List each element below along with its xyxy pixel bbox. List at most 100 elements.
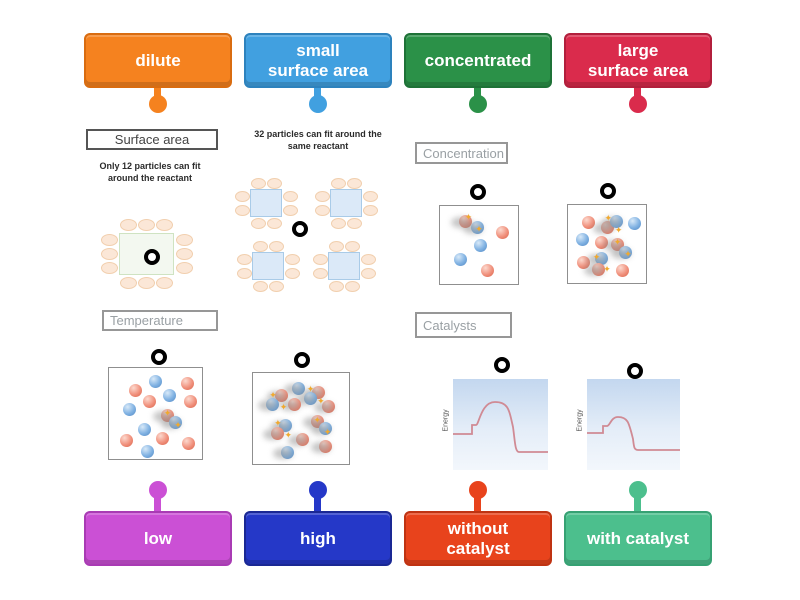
label-tag-with-catalyst[interactable]: with catalyst <box>564 511 712 566</box>
particle-oval <box>266 217 282 229</box>
energy-curve <box>453 401 548 453</box>
particle-oval <box>266 177 282 189</box>
label-tag-without-catalyst[interactable]: without catalyst <box>404 511 552 566</box>
particle-oval <box>234 204 250 216</box>
energy-curve-chart <box>453 401 548 453</box>
label-pin-dot <box>469 95 487 113</box>
label-stem <box>474 86 481 98</box>
label-pin-dot <box>309 481 327 499</box>
blue-particle <box>292 382 306 396</box>
section-heading-concentration: Concentration <box>415 142 508 164</box>
label-tag-high[interactable]: high <box>244 511 392 566</box>
particle-oval <box>314 204 330 216</box>
particle-oval <box>346 177 362 189</box>
red-particle <box>496 226 510 240</box>
label-tag-dilute[interactable]: dilute <box>84 33 232 88</box>
drop-marker-surface-right[interactable] <box>292 221 308 237</box>
label-tag-small-surface-area[interactable]: small surface area <box>244 33 392 88</box>
label-stem <box>154 497 161 513</box>
drop-marker-concentration-left[interactable] <box>470 184 486 200</box>
particle-oval <box>250 217 266 229</box>
drop-marker-catalysts-left[interactable] <box>494 357 510 373</box>
energy-diagram-left: Energy <box>443 379 548 470</box>
blue-particle <box>454 252 468 266</box>
particle-oval <box>156 219 174 231</box>
particle-oval <box>138 219 155 231</box>
particle-oval <box>175 262 193 274</box>
particle-oval <box>236 253 252 265</box>
temperature-diagram-left <box>108 367 203 460</box>
concentration-diagram-left <box>439 205 519 285</box>
caption-32-particles: 32 particles can fit around the same rea… <box>254 129 382 152</box>
particle-oval <box>119 277 137 289</box>
energy-axis-label: Energy <box>576 409 584 432</box>
small-reactant-square <box>328 252 360 280</box>
collision-spark-icon <box>313 416 331 437</box>
red-particle <box>120 434 134 448</box>
blue-particle <box>162 388 176 402</box>
blue-particle <box>148 375 162 389</box>
label-stem <box>314 86 321 98</box>
particle-oval <box>360 253 376 265</box>
energy-curve <box>587 416 680 451</box>
small-reactant-square <box>250 189 282 217</box>
particle-oval <box>284 253 300 265</box>
red-particle <box>156 431 170 445</box>
blue-particle <box>122 402 136 416</box>
concentration-diagram-right <box>567 204 647 284</box>
label-pin-dot <box>149 95 167 113</box>
caption-12-particles: Only 12 particles can fit around the rea… <box>99 161 201 184</box>
label-stem <box>314 497 321 513</box>
particle-oval <box>360 267 376 279</box>
blue-particle <box>628 216 642 230</box>
particle-oval <box>312 253 328 265</box>
label-tag-low[interactable]: low <box>84 511 232 566</box>
label-stem <box>154 86 161 98</box>
particle-oval <box>362 204 378 216</box>
red-particle <box>615 264 629 278</box>
collision-spark-icon <box>274 419 292 440</box>
particle-oval <box>330 177 346 189</box>
section-heading-surface-area: Surface area <box>86 129 218 150</box>
collision-spark-icon <box>465 213 483 234</box>
collision-spark-icon <box>269 391 287 412</box>
particle-oval <box>330 217 346 229</box>
particle-oval <box>328 240 344 252</box>
particle-oval <box>175 234 193 246</box>
particle-oval <box>314 190 330 202</box>
red-particle <box>182 437 196 451</box>
drop-marker-surface-left[interactable] <box>144 249 160 265</box>
drop-marker-temperature-left[interactable] <box>151 349 167 365</box>
section-heading-temperature: Temperature <box>102 310 218 331</box>
drop-marker-concentration-right[interactable] <box>600 183 616 199</box>
energy-axis-label: Energy <box>442 409 450 432</box>
particle-oval <box>156 277 174 289</box>
collision-spark-icon <box>307 385 325 406</box>
blue-particle <box>280 445 294 459</box>
drop-marker-catalysts-right[interactable] <box>627 363 643 379</box>
label-stem <box>474 497 481 513</box>
label-stem <box>634 497 641 513</box>
energy-diagram-right: Energy <box>577 379 680 470</box>
collision-spark-icon <box>614 238 632 259</box>
red-particle <box>184 395 198 409</box>
particle-oval <box>252 280 268 292</box>
particle-oval <box>312 267 328 279</box>
blue-particle <box>140 445 154 459</box>
particle-oval <box>175 248 193 260</box>
particle-oval <box>119 219 137 231</box>
label-tag-concentrated[interactable]: concentrated <box>404 33 552 88</box>
particle-oval <box>282 190 298 202</box>
drop-marker-temperature-right[interactable] <box>294 352 310 368</box>
section-heading-catalysts: Catalysts <box>415 312 512 338</box>
blue-particle <box>137 422 151 436</box>
particle-oval <box>346 217 362 229</box>
particle-oval <box>100 234 118 246</box>
label-pin-dot <box>469 481 487 499</box>
label-tag-large-surface-area[interactable]: large surface area <box>564 33 712 88</box>
collision-spark-icon <box>164 409 182 430</box>
collision-spark-icon <box>593 253 611 274</box>
collision-spark-icon <box>604 214 622 235</box>
